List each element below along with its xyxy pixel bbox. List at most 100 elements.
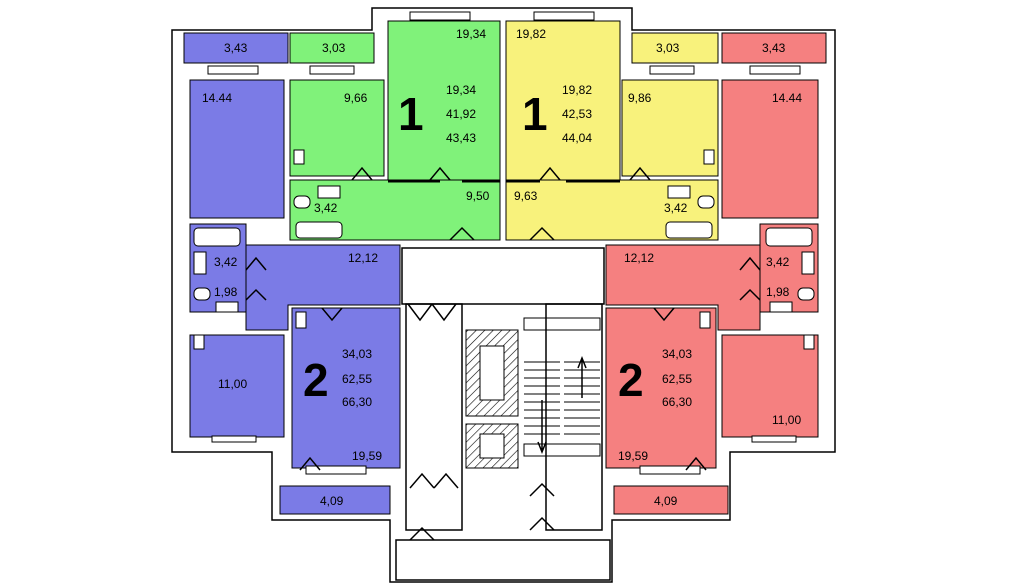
bathtub-icon	[295, 221, 343, 239]
green-kitchen	[289, 79, 385, 177]
yellow-balcony	[631, 32, 719, 64]
red-apartment-number: 2	[618, 354, 644, 406]
door-swing-icon	[529, 516, 555, 531]
door-swing-icon	[245, 256, 267, 271]
green-hall-area: 9,50	[466, 189, 490, 203]
door-swing-icon	[433, 472, 459, 489]
green-area-total-balcony: 43,43	[446, 131, 476, 145]
window-icon	[309, 65, 355, 75]
window-icon	[207, 65, 259, 75]
sink-icon	[667, 185, 691, 199]
door-swing-icon	[245, 288, 267, 301]
blue-room-bottom	[189, 334, 285, 438]
window-icon	[533, 11, 595, 21]
window-icon	[211, 435, 257, 443]
green-balcony-area: 3,03	[322, 41, 346, 55]
blue-room-main-area: 19,59	[352, 449, 382, 463]
yellow-room-area: 19,82	[516, 27, 546, 41]
arrow-down-icon	[537, 400, 547, 455]
door-swing-icon	[539, 166, 561, 181]
door-swing-icon	[449, 226, 475, 241]
radiator-icon	[193, 334, 205, 350]
stair-flight-icon	[523, 317, 601, 457]
red-room-top	[721, 79, 819, 219]
red-balcony-top	[721, 32, 827, 64]
door-swing-icon	[429, 166, 451, 181]
red-area-total-balcony: 66,30	[662, 395, 692, 409]
yellow-apartment-number: 1	[522, 88, 548, 140]
door-swing-icon	[529, 226, 555, 241]
yellow-hall	[505, 179, 719, 241]
toilet-icon	[293, 195, 311, 209]
door-swing-icon	[629, 166, 651, 181]
blue-wc-area: 1,98	[214, 285, 238, 299]
green-kitchen-area: 9,66	[344, 91, 368, 105]
blue-area-total: 62,55	[342, 372, 372, 386]
green-area-total: 41,92	[446, 107, 476, 121]
bathtub-icon	[765, 227, 813, 247]
toilet-icon	[193, 287, 211, 301]
green-bath-area: 3,42	[314, 201, 338, 215]
yellow-hall-area: 9,63	[514, 189, 538, 203]
yellow-kitchen	[621, 79, 719, 177]
door-swing-icon	[739, 256, 761, 271]
blue-room-bottom-area: 11,00	[218, 377, 247, 391]
blue-balcony-top-area: 3,43	[224, 41, 248, 55]
red-hall	[605, 244, 761, 331]
red-balcony-bottom-area: 4,09	[654, 494, 678, 508]
apartment-left-bottom: 3,43 14.44 3,42 1,98 12,12 11,00 2 34,03…	[183, 32, 401, 515]
red-balcony-top-area: 3,43	[762, 41, 786, 55]
red-room-bottom-area: 11,00	[772, 413, 801, 427]
window-icon	[749, 65, 801, 75]
door-swing-icon	[299, 456, 321, 471]
radiator-icon	[703, 149, 715, 165]
building-outline	[171, 7, 836, 583]
red-room-main	[605, 307, 717, 469]
red-area-total: 62,55	[662, 372, 692, 386]
arrow-up-icon	[577, 355, 587, 398]
blue-area-total-balcony: 66,30	[342, 395, 372, 409]
green-apartment-number: 1	[398, 88, 424, 140]
window-icon	[409, 11, 471, 21]
radiator-icon	[295, 311, 307, 329]
green-balcony	[289, 32, 375, 64]
red-room-bottom	[721, 334, 819, 438]
yellow-area-living: 19,82	[562, 83, 592, 97]
sink-icon	[769, 301, 793, 313]
sink-icon	[317, 185, 341, 199]
toilet-icon	[697, 195, 715, 209]
apartment-left-top: 3,03 19,34 1 19,34 41,92 43,43 9,66 3,42…	[289, 11, 501, 241]
bathtub-icon	[193, 227, 241, 247]
blue-room-top	[189, 79, 285, 219]
blue-hall	[245, 244, 401, 331]
yellow-kitchen-area: 9,86	[628, 91, 652, 105]
door-swing-icon	[321, 307, 343, 322]
blue-room-top-area: 14.44	[202, 91, 232, 105]
bathtub-icon	[665, 221, 713, 239]
blue-balcony-bottom	[279, 485, 391, 515]
door-swing-icon	[739, 288, 761, 301]
door-swing-icon	[409, 472, 435, 489]
red-room-main-area: 19,59	[618, 449, 648, 463]
green-room-area: 19,34	[456, 27, 486, 41]
yellow-area-total: 42,53	[562, 107, 592, 121]
green-area-living: 19,34	[446, 83, 476, 97]
door-swing-icon	[431, 303, 457, 322]
yellow-bath-area: 3,42	[664, 201, 688, 215]
green-room	[387, 20, 501, 182]
red-balcony-bottom	[613, 485, 729, 515]
radiator-icon	[803, 334, 815, 350]
sink-icon	[801, 251, 815, 275]
window-icon	[649, 65, 695, 75]
window-icon	[751, 435, 797, 443]
blue-room-main	[291, 307, 401, 469]
radiator-icon	[699, 311, 711, 329]
sink-icon	[193, 251, 207, 275]
blue-bath-area: 3,42	[214, 255, 238, 269]
blue-balcony-top	[183, 32, 289, 64]
blue-hall-area: 12,12	[348, 251, 378, 265]
blue-apartment-number: 2	[303, 354, 329, 406]
red-wc-area: 1,98	[766, 285, 790, 299]
door-swing-icon	[685, 456, 707, 471]
